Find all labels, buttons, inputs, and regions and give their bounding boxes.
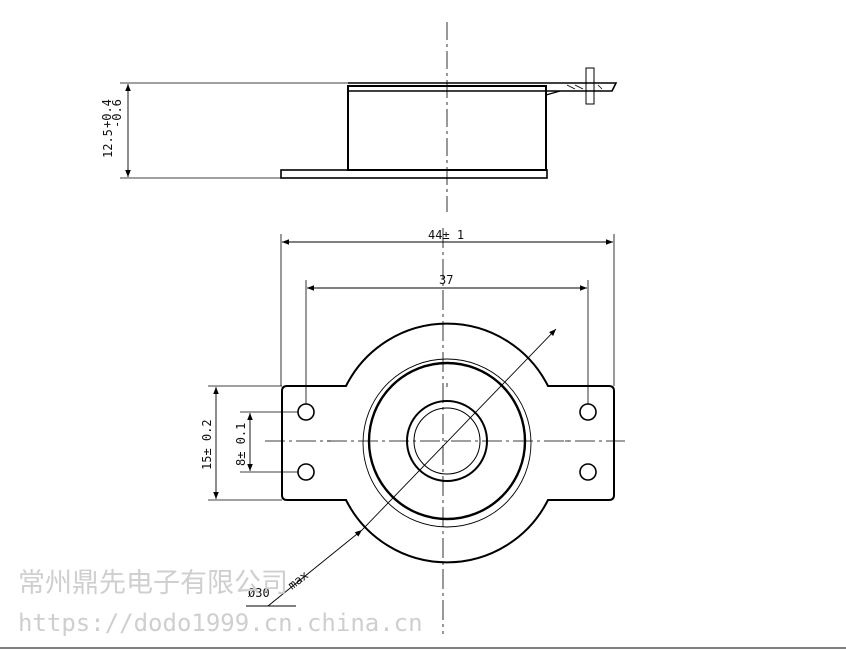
watermark-company: 常州鼎先电子有限公司 <box>18 568 288 599</box>
overall-width-label: 44± 1 <box>428 228 464 242</box>
hole-pitch-label: 8± 0.1 <box>234 423 248 466</box>
side-top-plate <box>348 82 618 92</box>
side-tab <box>585 67 595 105</box>
hole-spacing-label: 37 <box>439 273 453 287</box>
side-view: 12.5 +0.4 -0.6 <box>100 22 618 212</box>
mounting-hole-top-left <box>297 403 315 421</box>
mounting-hole-top-right <box>579 403 597 421</box>
side-body <box>347 85 547 171</box>
diameter-leader <box>361 328 557 531</box>
height-value: 12.5 <box>101 129 115 158</box>
flange-outline <box>281 322 615 564</box>
height-tol-upper: +0.4 <box>100 99 114 128</box>
diameter-leader-extension <box>267 529 363 607</box>
watermark: 常州鼎先电子有限公司 https://dodo1999.cn.china.cn <box>18 568 423 637</box>
height-tol-lower: -0.6 <box>110 99 124 128</box>
diameter-label: Ø30 <box>248 586 270 600</box>
mounting-hole-bottom-right <box>579 463 597 481</box>
side-bottom-flange <box>280 169 548 179</box>
mounting-hole-bottom-left <box>297 463 315 481</box>
watermark-url: https://dodo1999.cn.china.cn <box>18 609 423 637</box>
thin-circle <box>362 358 532 528</box>
flange-height-label: 15± 0.2 <box>200 419 214 470</box>
